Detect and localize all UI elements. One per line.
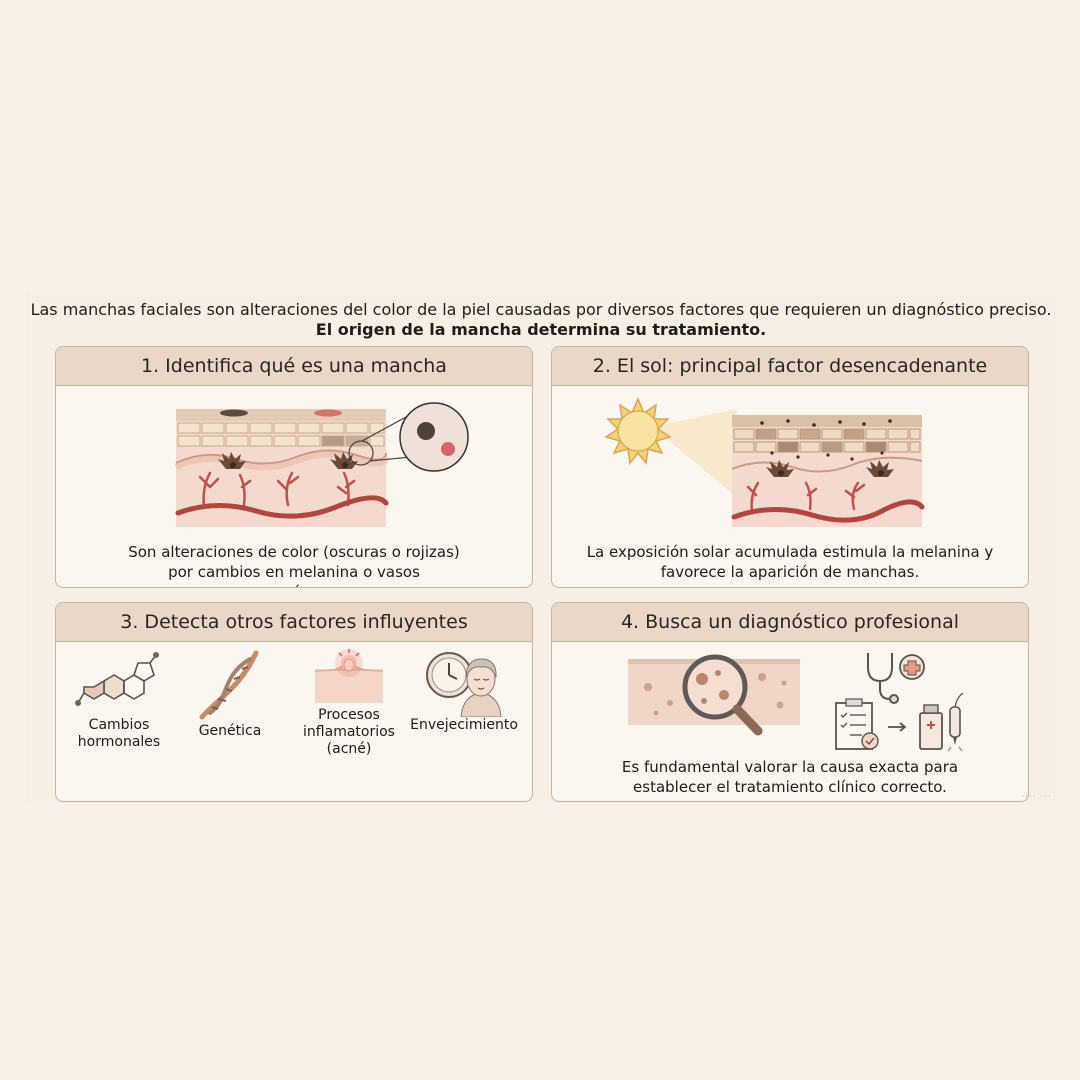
acne-skin-icon: [314, 649, 384, 703]
card-description: La exposición solar acumulada estimula l…: [586, 543, 994, 581]
melanocyte-icon: [218, 452, 246, 469]
card-professional-diagnosis: 4. Busca un diagnóstico profesional: [551, 602, 1029, 802]
melanocyte-icon: [866, 460, 894, 477]
arrow-right-icon: [888, 722, 907, 732]
card-title: 3. Detecta otros factores influyentes: [56, 603, 532, 642]
diagnosis-illustration: [628, 653, 964, 752]
factor-genetics: Genética: [170, 647, 290, 740]
hormone-molecule-icon: [75, 652, 159, 706]
dna-icon: [199, 650, 259, 720]
card-sun-factor: 2. El sol: principal factor desencadenan…: [551, 346, 1029, 588]
factor-label: Genética: [198, 723, 262, 739]
factor-inflammation: Procesos inflamatorios (acné): [289, 647, 409, 758]
skin-layers-illustration: [174, 402, 469, 527]
card-title: 2. El sol: principal factor desencadenan…: [552, 347, 1028, 386]
intro-text: Las manchas faciales son alteraciones de…: [26, 300, 1056, 340]
factor-hormonal: Cambios hormonales: [59, 651, 179, 751]
magnifier-icon: [682, 654, 763, 736]
sun-skin-illustration: [604, 397, 925, 527]
factor-label: Cambios hormonales: [77, 717, 161, 750]
melanocyte-icon: [766, 460, 794, 477]
watermark: ···· ···: [1021, 792, 1052, 802]
card-description: Son alteraciones de color (oscuras o roj…: [128, 543, 460, 587]
dark-spot: [220, 409, 248, 417]
clipboard-checklist-icon: [835, 698, 879, 750]
factor-aging: Envejecimiento: [404, 647, 524, 734]
intro-line: Las manchas faciales son alteraciones de…: [30, 300, 1052, 319]
factor-label: Envejecimiento: [410, 717, 518, 733]
infographic: Las manchas faciales son alteraciones de…: [26, 290, 1056, 802]
factor-label: Procesos inflamatorios (acné): [303, 707, 395, 757]
card-description: Es fundamental valorar la causa exacta p…: [621, 758, 959, 796]
aging-clock-face-icon: [426, 652, 502, 717]
sun-icon: [604, 397, 672, 465]
medicine-vial-icon: [919, 704, 943, 750]
melanocyte-icon: [330, 452, 358, 469]
stethoscope-icon: [867, 653, 899, 704]
card-other-factors: 3. Detecta otros factores influyentes Ca…: [55, 602, 533, 802]
medical-cross-icon: [899, 654, 925, 680]
intro-highlight: El origen de la mancha determina su trat…: [315, 320, 767, 339]
card-title: 1. Identifica qué es una mancha: [56, 347, 532, 386]
red-spot: [314, 409, 342, 417]
laser-device-icon: [947, 692, 964, 752]
card-identify-spot: 1. Identifica qué es una mancha: [55, 346, 533, 588]
card-title: 4. Busca un diagnóstico profesional: [552, 603, 1028, 642]
